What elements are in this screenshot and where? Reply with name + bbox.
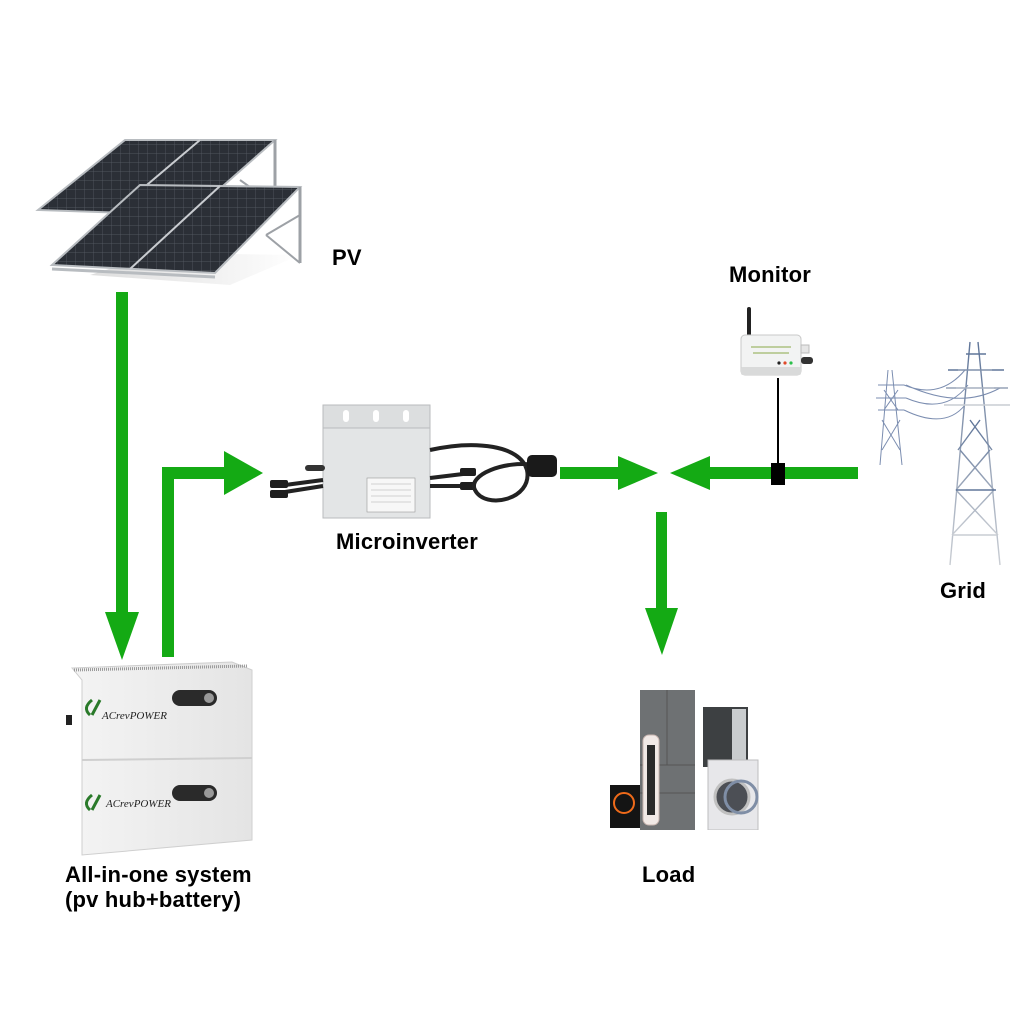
brand-logo-bottom: ACrevPOWER <box>106 798 171 810</box>
wifi-monitor-icon <box>740 307 813 376</box>
grid-component <box>870 340 1015 575</box>
microinverter-label: Microinverter <box>336 529 478 554</box>
brand-logo-top: ACrevPOWER <box>102 710 167 722</box>
load-component <box>600 685 760 830</box>
arrow-microinverter-to-junction <box>560 456 658 490</box>
all-in-one-label-line1: All-in-one system <box>65 862 252 887</box>
monitor-connection-line <box>771 378 785 485</box>
all-in-one-component: ACrevPOWER ACrevPOWER <box>62 660 272 860</box>
monitor-label: Monitor <box>729 262 812 287</box>
solar-panel-icon <box>35 139 303 285</box>
home-appliances-icon <box>610 690 759 830</box>
arrow-system-to-microinverter <box>162 451 263 657</box>
arrow-grid-to-junction <box>670 456 858 490</box>
all-in-one-label-line2: (pv hub+battery) <box>65 887 242 912</box>
pv-component <box>30 135 330 295</box>
grid-label: Grid <box>940 578 987 603</box>
ct-clamp <box>771 463 785 485</box>
arrow-pv-to-system <box>105 292 139 660</box>
microinverter-component <box>265 400 565 520</box>
arrow-junction-to-load <box>645 512 678 655</box>
load-label: Load <box>642 862 696 887</box>
microinverter-icon <box>270 404 557 519</box>
power-tower-icon <box>876 341 1010 566</box>
monitor-component <box>735 305 825 380</box>
pv-label: PV <box>332 245 362 270</box>
battery-cabinet-icon <box>66 661 253 856</box>
